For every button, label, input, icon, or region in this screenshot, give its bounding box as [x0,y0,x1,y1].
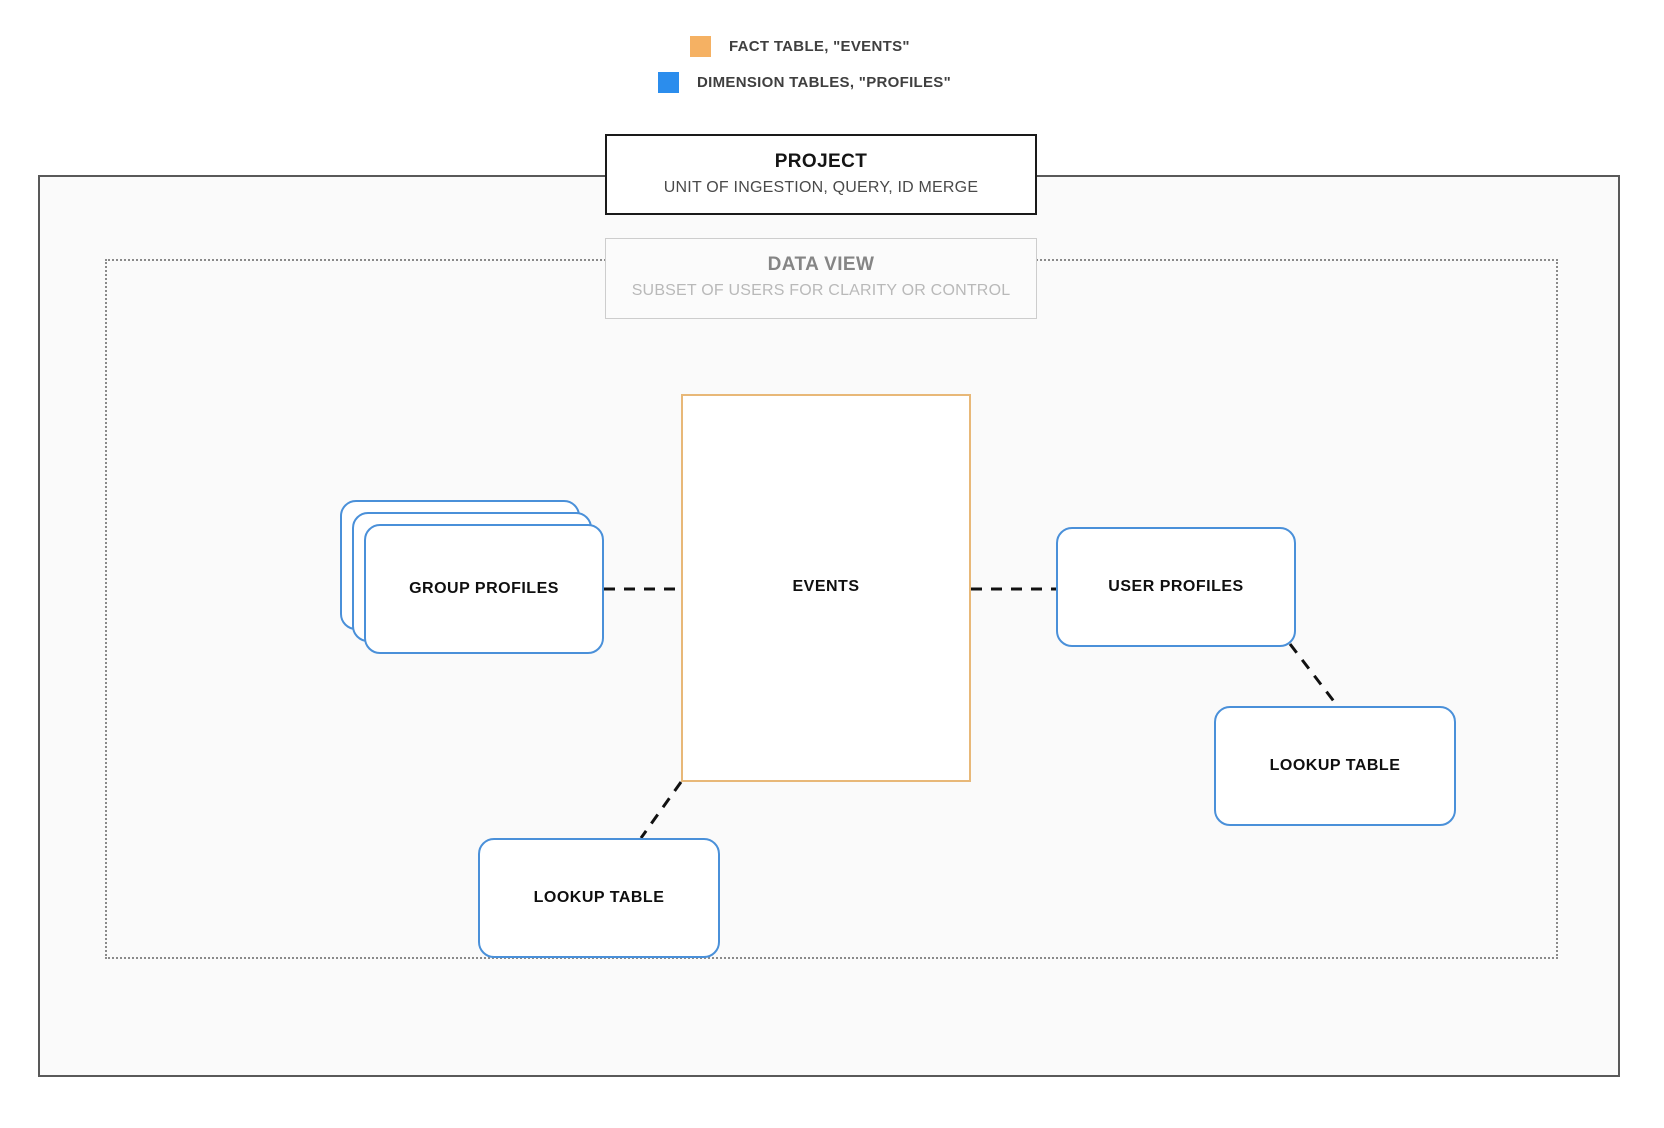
node-events-label: EVENTS [792,578,860,595]
project-header-box[interactable]: PROJECT UNIT OF INGESTION, QUERY, ID MER… [605,134,1037,215]
data-view-header-box[interactable]: DATA VIEW SUBSET OF USERS FOR CLARITY OR… [605,238,1037,319]
node-group-profiles[interactable]: GROUP PROFILES [364,524,604,654]
node-lookup-table-left-label: LOOKUP TABLE [533,889,665,906]
node-user-profiles[interactable]: USER PROFILES [1056,527,1296,647]
project-title: PROJECT [774,151,868,172]
node-events[interactable]: EVENTS [681,394,971,782]
legend-item-dimension-tables: DIMENSION TABLES, "PROFILES" [658,72,951,93]
node-lookup-table-right-label: LOOKUP TABLE [1269,757,1401,774]
node-user-profiles-label: USER PROFILES [1108,578,1244,595]
data-view-title: DATA VIEW [767,254,875,275]
legend-label-dimension-tables: DIMENSION TABLES, "PROFILES" [697,74,952,91]
blue-square-swatch [658,72,679,93]
node-group-profiles-label: GROUP PROFILES [409,580,559,597]
orange-square-swatch [690,36,711,57]
data-view-subtitle: SUBSET OF USERS FOR CLARITY OR CONTROL [631,282,1011,299]
node-lookup-table-left[interactable]: LOOKUP TABLE [478,838,720,958]
legend-item-fact-table: FACT TABLE, "EVENTS" [690,36,910,57]
node-lookup-table-right[interactable]: LOOKUP TABLE [1214,706,1456,826]
project-subtitle: UNIT OF INGESTION, QUERY, ID MERGE [663,179,979,196]
legend-label-fact-table: FACT TABLE, "EVENTS" [729,38,910,55]
